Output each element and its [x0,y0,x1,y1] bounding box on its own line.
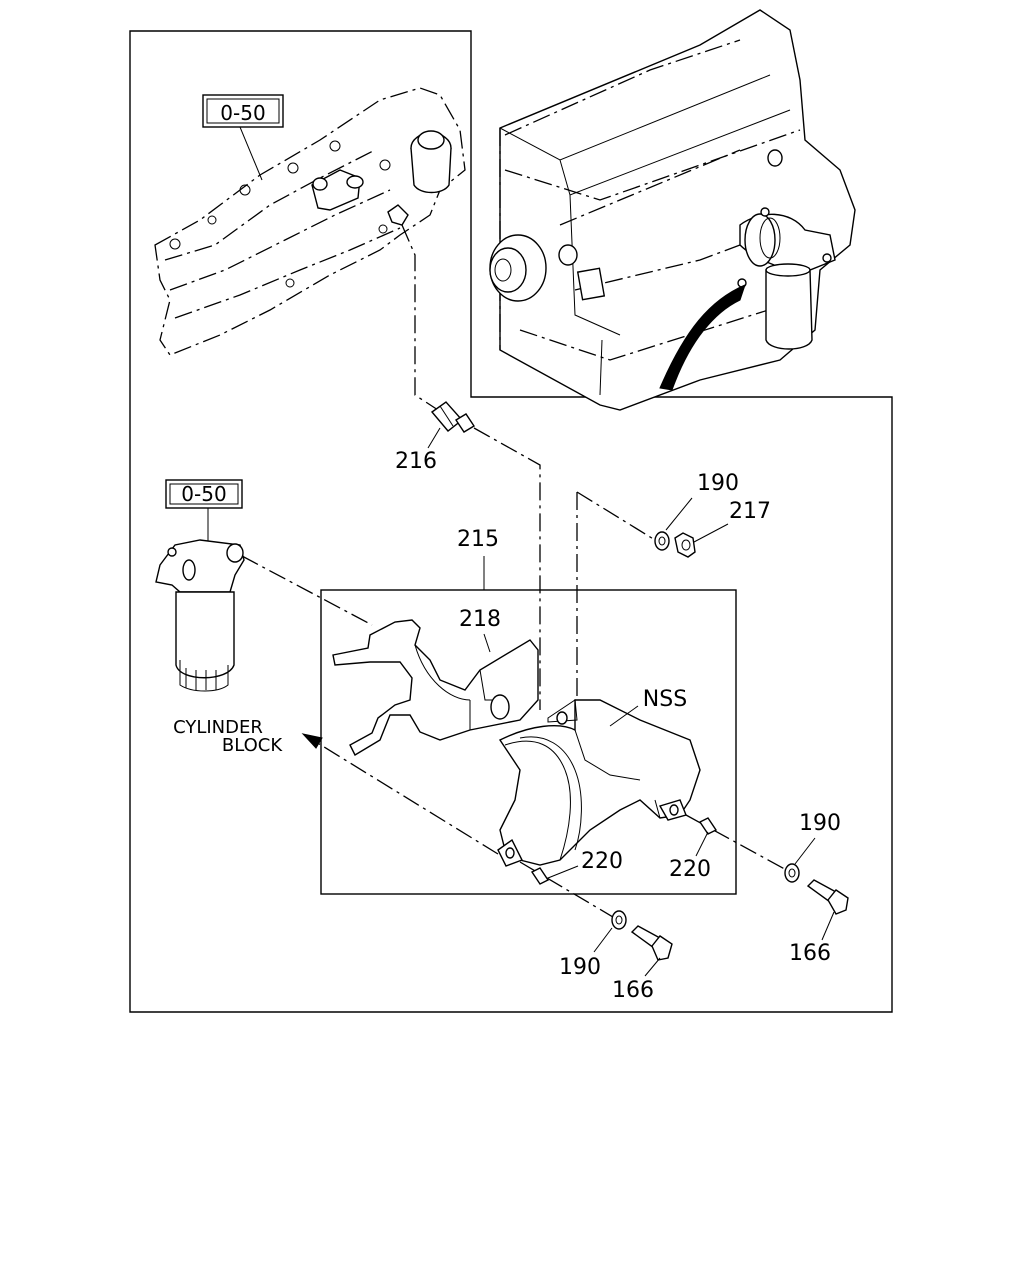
cylinder-block-pointer: CYLINDER BLOCK [173,717,499,855]
label-nss: NSS [643,687,687,712]
bracket-cover-illustration: 218 NSS [332,607,701,867]
label-220-left: 220 [581,849,623,874]
ref-label-filter: 0-50 [181,482,226,506]
bolt-set-right: 220 190 166 [669,811,849,966]
engine-overview-illustration [489,9,856,411]
fuel-line-216 [401,224,439,411]
label-block: BLOCK [222,735,283,756]
ref-label-top: 0-50 [220,101,265,125]
fuel-filter-illustration: 0-50 [155,479,245,692]
label-220-right: 220 [669,857,711,882]
diagram-frame [129,30,893,1013]
label-190-top: 190 [697,471,739,496]
label-190-right: 190 [799,811,841,836]
label-218: 218 [459,607,501,632]
cylinder-head-illustration [154,87,466,356]
label-190-bottom: 190 [559,955,601,980]
label-166-bottom: 166 [612,978,654,1003]
reference-callout-top: 0-50 [202,94,284,181]
fitting-216: 216 [395,401,475,474]
nut-217-and-washer-190: 190 217 [576,471,771,720]
label-215: 215 [457,527,499,552]
label-cylinder: CYLINDER [173,717,263,738]
label-217: 217 [729,499,771,524]
label-166-right: 166 [789,941,831,966]
assembly-box-215 [320,589,737,895]
label-216: 216 [395,449,437,474]
bolt-set-lower: 220 190 166 [519,849,673,1003]
